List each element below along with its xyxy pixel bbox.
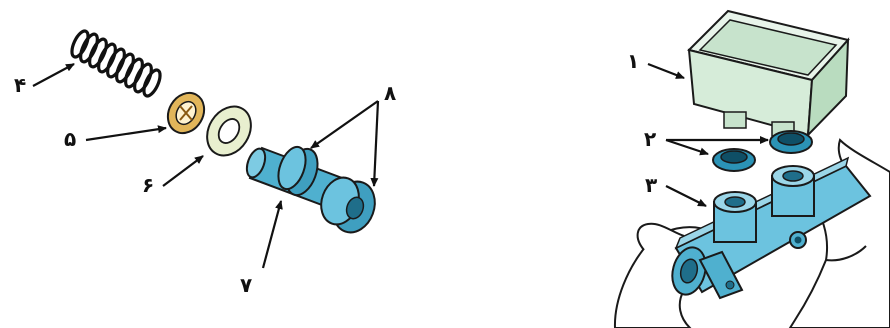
label-7: ۷: [240, 273, 252, 297]
reservoir-grommets: [713, 131, 812, 171]
label-5: ۵: [64, 127, 76, 151]
label-4: ۴: [14, 73, 26, 97]
fluid-reservoir: [689, 11, 848, 136]
label-2: ۲: [644, 127, 656, 151]
return-spring: [69, 29, 164, 98]
label-3: ۳: [645, 173, 657, 197]
rubber-cup-seal: [198, 98, 259, 163]
piston: [243, 143, 381, 238]
label-8: ۸: [384, 81, 396, 105]
spring-retainer-washer: [161, 86, 211, 139]
callout-arrows-left: [33, 64, 378, 268]
label-1: ۱: [627, 49, 639, 73]
label-6: ۶: [142, 173, 154, 197]
